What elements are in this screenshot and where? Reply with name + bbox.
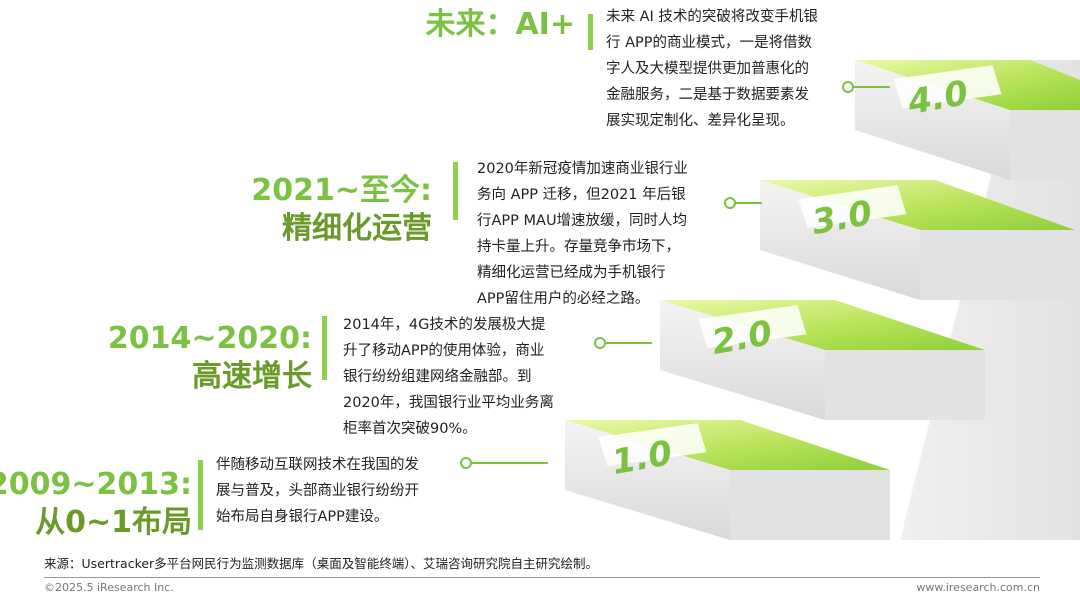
stage-4-connector: [850, 86, 890, 88]
stage-2-title: 2014~2020: 高速增长: [107, 321, 312, 394]
stage-3-dot: [724, 197, 736, 209]
copyright: ©2025.5 iResearch Inc.: [44, 581, 174, 594]
stage-4-dot: [842, 81, 854, 93]
stage-2-bar: [322, 316, 327, 380]
stage-1-dot: [460, 457, 472, 469]
stage-3-connector: [732, 202, 762, 204]
stage-4-description: 未来 AI 技术的突破将改变手机银 行 APP的商业模式，一是将借数 字人及大模…: [606, 9, 818, 129]
website-link[interactable]: www.iresearch.com.cn: [916, 581, 1040, 594]
stage-1-title: 2009~2013: 从0~1布局: [0, 467, 192, 540]
stage-1-connector: [468, 462, 548, 464]
stage-2-connector: [602, 342, 652, 344]
footer-divider: [44, 577, 1040, 578]
step-1: [565, 420, 890, 540]
stage-4-bar: [588, 14, 593, 50]
stage-3-bar: [453, 162, 458, 220]
stage-3-description: 2020年新冠疫情加速商业银行业 务向 APP 迁移，但2021 年后银 行AP…: [477, 161, 688, 307]
stage-1-description: 伴随移动互联网技术在我国的发 展与普及，头部商业银行纷纷开 始布局自身银行APP…: [216, 457, 419, 525]
stage-2-description: 2014年，4G技术的发展极大提 升了移动APP的使用体验，商业 银行纷纷组建网…: [343, 317, 554, 437]
step-3: [760, 180, 1075, 300]
stage-2-dot: [594, 337, 606, 349]
stage-3-title: 2021~至今: 精细化运营: [251, 173, 432, 246]
step-2: [660, 300, 985, 420]
stage-4-title: 未来：AI+: [425, 7, 575, 42]
stage-1-bar: [198, 460, 203, 530]
source-note: 来源：Usertracker多平台网民行为监测数据库（桌面及智能终端）、艾瑞咨询…: [44, 556, 598, 571]
step-4: [855, 60, 1080, 180]
